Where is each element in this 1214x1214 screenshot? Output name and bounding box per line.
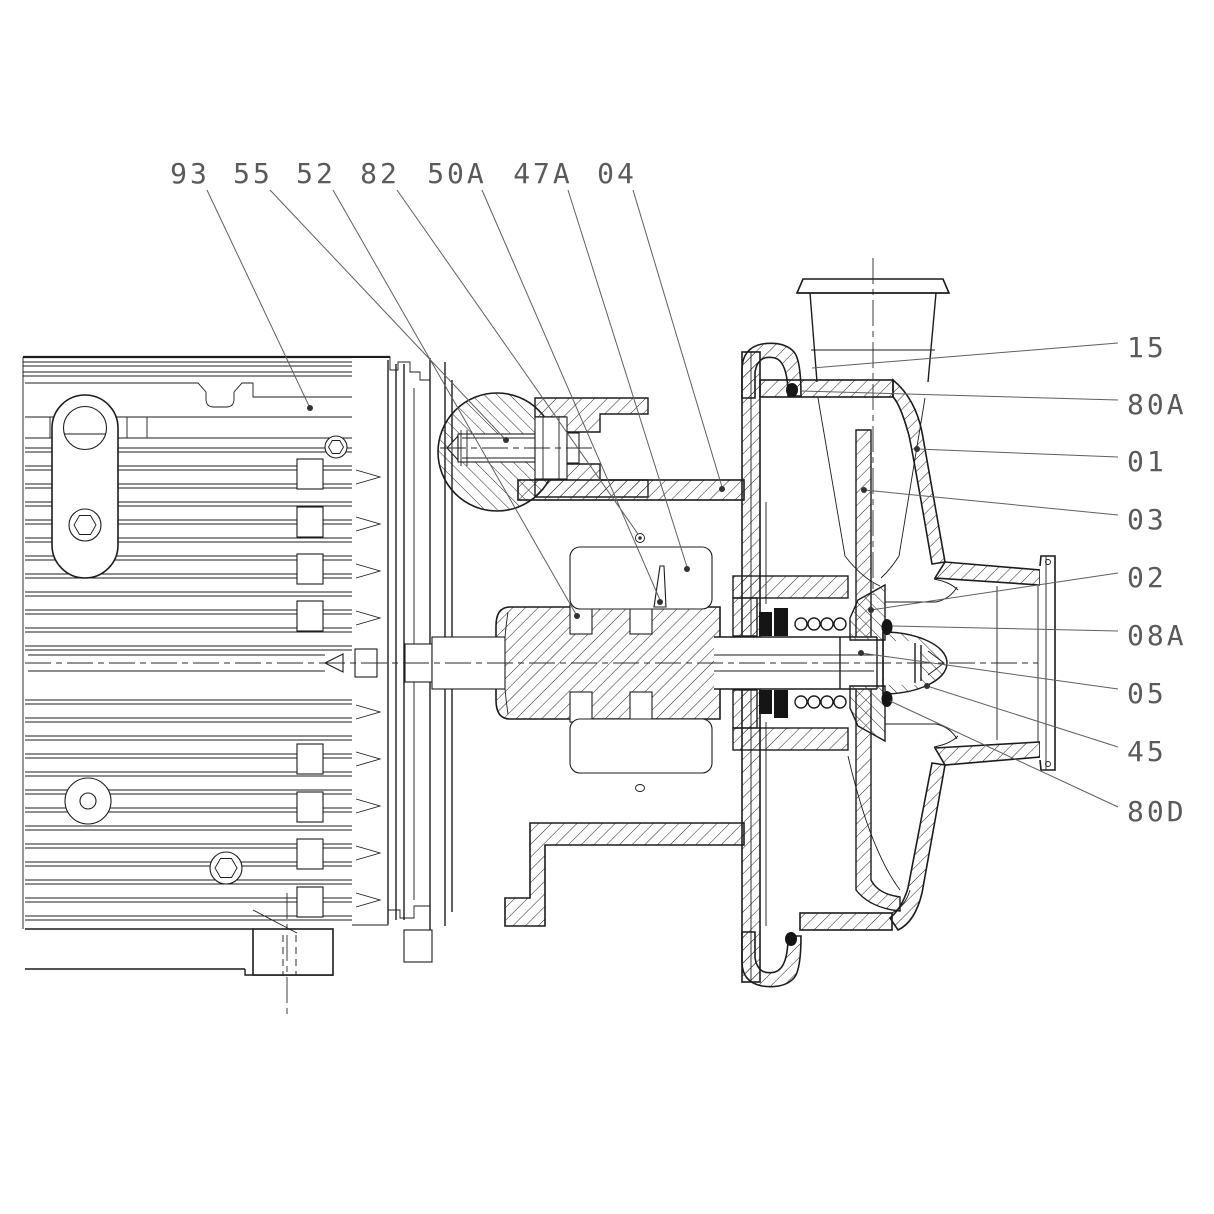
bracket-bottom-wall [504,822,745,927]
hex-socket-icon [73,515,97,535]
part-label-80D: 80D [1127,795,1187,828]
part-label-05: 05 [1127,677,1167,710]
part-label-50A: 50A [427,157,487,190]
impeller [849,578,959,748]
casing-clamp-top [741,342,802,399]
part-label-93: 93 [170,157,210,190]
centerlines [25,258,1038,664]
adapter-bracket [429,342,802,988]
bearing-plate [569,546,713,610]
callout-labels: 93 55 52 82 50A 47A 04 15 80A 01 03 02 0… [170,157,1187,828]
part-label-03: 03 [1127,503,1167,536]
clamp-bolt [440,400,596,505]
part-label-47A: 47A [513,157,573,190]
part-label-01: 01 [1127,445,1167,478]
motor-housing [22,355,430,1018]
part-label-15: 15 [1127,331,1167,364]
vent-hole [635,533,645,543]
cooling-fins [25,447,356,921]
part-label-02: 02 [1127,561,1167,594]
motor-base [25,893,334,1018]
part-label-04: 04 [597,157,637,190]
part-label-52: 52 [296,157,336,190]
part-label-55: 55 [233,157,273,190]
gasket-80D-lower [785,932,797,946]
small-plug-bolt [324,435,348,459]
fin-rib-blocks [296,458,324,918]
leader-lines [206,189,1119,808]
fin-tips [355,469,382,908]
drain-boss [64,777,112,825]
o-ring-80D [881,691,893,707]
vent-hole-lower [635,784,645,792]
impeller-key [653,565,667,608]
rotating-assembly [28,533,959,792]
bracket-top-wall [517,479,745,501]
rear-casing-wall [855,429,901,912]
mechanical-seal [732,575,849,751]
part-label-45: 45 [1127,735,1167,768]
shaft [28,636,878,690]
part-label-82: 82 [360,157,400,190]
o-ring-08A [881,619,893,635]
lifting-lug [51,394,119,579]
part-label-80A: 80A [1127,388,1187,421]
part-label-08A: 08A [1127,619,1187,652]
hex-bolt-lower [209,851,243,885]
motor-end-shield [352,356,433,963]
casing-clamp-bottom [741,931,802,988]
